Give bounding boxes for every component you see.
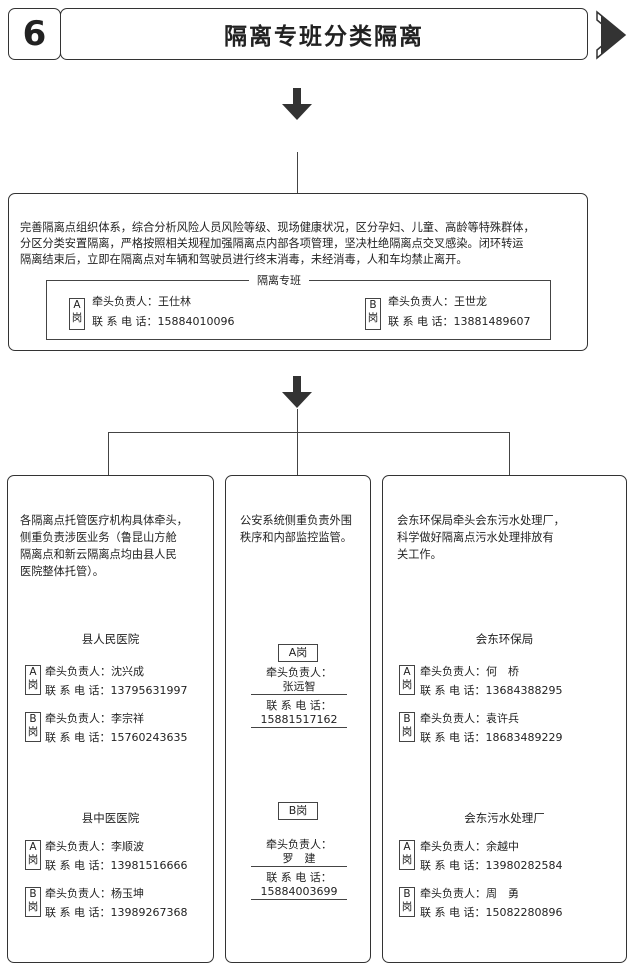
description-line: 会东环保局牵头会东污水处理厂， [397,514,565,527]
quarantine-description: 完善隔离点组织体系，综合分析风险人员风险等级、现场健康状况，区分孕妇、儿童、高龄… [20,220,580,268]
leader-name: 牵头负责人：何 桥 [420,665,519,678]
post-b-contact: 牵头负责人：袁许兵 联 系 电 话：18683489229 [420,709,562,747]
leader-name: 牵头负责人：王仕林 [92,295,191,308]
leader-name: 张远智 [251,680,347,695]
phone-number: 15884003699 [251,885,347,900]
description-line: 公安系统侧重负责外围 [240,514,352,527]
team-label: 隔离专班 [249,272,309,288]
leader-name: 牵头负责人：李宗祥 [45,712,144,725]
description-line: 隔离结束后，立即在隔离点对车辆和驾驶员进行终末消毒，未经消毒，人和车均禁止离开。 [20,253,468,266]
security-description: 公安系统侧重负责外围 秩序和内部监控监管。 [240,512,368,546]
post-a-contact: 牵头负责人：李顺波 联 系 电 话：13981516666 [45,837,187,875]
environmental-description: 会东环保局牵头会东污水处理厂， 科学做好隔离点污水处理排放有 关工作。 [397,512,625,563]
phone-number: 联 系 电 话：13881489607 [388,315,531,328]
post-a-contact: 牵头负责人：余越中 联 系 电 话：13980282584 [420,837,562,875]
phone-number: 联 系 电 话：15884010096 [92,315,235,328]
leader-name: 罗 建 [251,852,347,867]
description-line: 各隔离点托管医疗机构具体牵头， [20,514,188,527]
unit-name: 会东污水处理厂 [464,811,545,825]
public-security-box: 公安系统侧重负责外围 秩序和内部监控监管。 A岗 牵头负责人： 张远智 联 系 … [225,475,371,963]
description-line: 科学做好隔离点污水处理排放有 [397,531,554,544]
next-chevron-icon [596,10,627,60]
environmental-bureau-box: 会东环保局牵头会东污水处理厂， 科学做好隔离点污水处理排放有 关工作。 会东环保… [382,475,627,963]
phone-number: 联 系 电 话：15760243635 [45,731,188,744]
post-tag-a: A岗 [278,644,318,662]
medical-description: 各隔离点托管医疗机构具体牵头， 侧重负责涉医业务（鲁昆山方舱 隔离点和新云隔离点… [20,512,210,580]
phone-number: 联 系 电 话：13989267368 [45,906,188,919]
page-title: 隔离专班分类隔离 [60,8,588,60]
leader-name: 牵头负责人：沈兴成 [45,665,144,678]
unit-name: 县中医医院 [81,811,140,825]
description-line: 完善隔离点组织体系，综合分析风险人员风险等级、现场健康状况，区分孕妇、儿童、高龄… [20,221,535,234]
post-b-contact: 牵头负责人： 罗 建 联 系 电 话： 15884003699 [251,838,347,900]
branch-line [108,432,509,433]
leader-name: 牵头负责人：余越中 [420,840,519,853]
leader-name: 牵头负责人：周 勇 [420,887,519,900]
phone-number: 联 系 电 话：13980282584 [420,859,563,872]
leader-name: 牵头负责人：袁许兵 [420,712,519,725]
description-line: 隔离点和新云隔离点均由县人民 [20,548,177,561]
leader-label: 牵头负责人： [266,838,332,851]
description-line: 关工作。 [397,548,442,561]
post-b-contact: 牵头负责人：王世龙 联 系 电 话：13881489607 [388,292,530,332]
description-line: 秩序和内部监控监管。 [240,531,352,544]
leader-name: 牵头负责人：杨玉坤 [45,887,144,900]
post-tag-b: B岗 [278,802,318,820]
description-line: 侧重负责涉医业务（鲁昆山方舱 [20,531,177,544]
phone-number: 联 系 电 话：13684388295 [420,684,563,697]
step-number-badge: 6 [8,8,61,60]
leader-name: 牵头负责人：李顺波 [45,840,144,853]
description-line: 医院整体托管）。 [20,565,104,578]
unit-name: 县人民医院 [81,632,140,646]
post-a-contact: 牵头负责人： 张远智 联 系 电 话： 15881517162 [251,666,347,728]
connector-line [108,432,109,476]
phone-number: 15881517162 [251,713,347,728]
phone-label: 联 系 电 话： [266,699,332,712]
phone-number: 联 系 电 话：13795631997 [45,684,188,697]
connector-line [297,432,298,476]
post-a-contact: 牵头负责人：沈兴成 联 系 电 话：13795631997 [45,662,187,700]
post-a-contact: 牵头负责人：王仕林 联 系 电 话：15884010096 [92,292,234,332]
quarantine-team-box: 完善隔离点组织体系，综合分析风险人员风险等级、现场健康状况，区分孕妇、儿童、高龄… [8,193,588,351]
leader-label: 牵头负责人： [266,666,332,679]
phone-number: 联 系 电 话：15082280896 [420,906,563,919]
description-line: 分区分类安置隔离，严格按照相关规程加强隔离点内部各项管理，坚决杜绝隔离点交叉感染… [20,237,524,250]
connector-line [297,409,298,432]
leader-name: 牵头负责人：王世龙 [388,295,487,308]
post-b-contact: 牵头负责人：周 勇 联 系 电 话：15082280896 [420,884,562,922]
medical-institution-box: 各隔离点托管医疗机构具体牵头， 侧重负责涉医业务（鲁昆山方舱 隔离点和新云隔离点… [7,475,214,963]
post-b-contact: 牵头负责人：杨玉坤 联 系 电 话：13989267368 [45,884,187,922]
phone-number: 联 系 电 话：18683489229 [420,731,563,744]
post-a-contact: 牵头负责人：何 桥 联 系 电 话：13684388295 [420,662,562,700]
post-b-contact: 牵头负责人：李宗祥 联 系 电 话：15760243635 [45,709,187,747]
connector-line [297,152,298,194]
phone-number: 联 系 电 话：13981516666 [45,859,188,872]
connector-line [509,432,510,476]
unit-name: 会东环保局 [475,632,534,646]
phone-label: 联 系 电 话： [266,871,332,884]
